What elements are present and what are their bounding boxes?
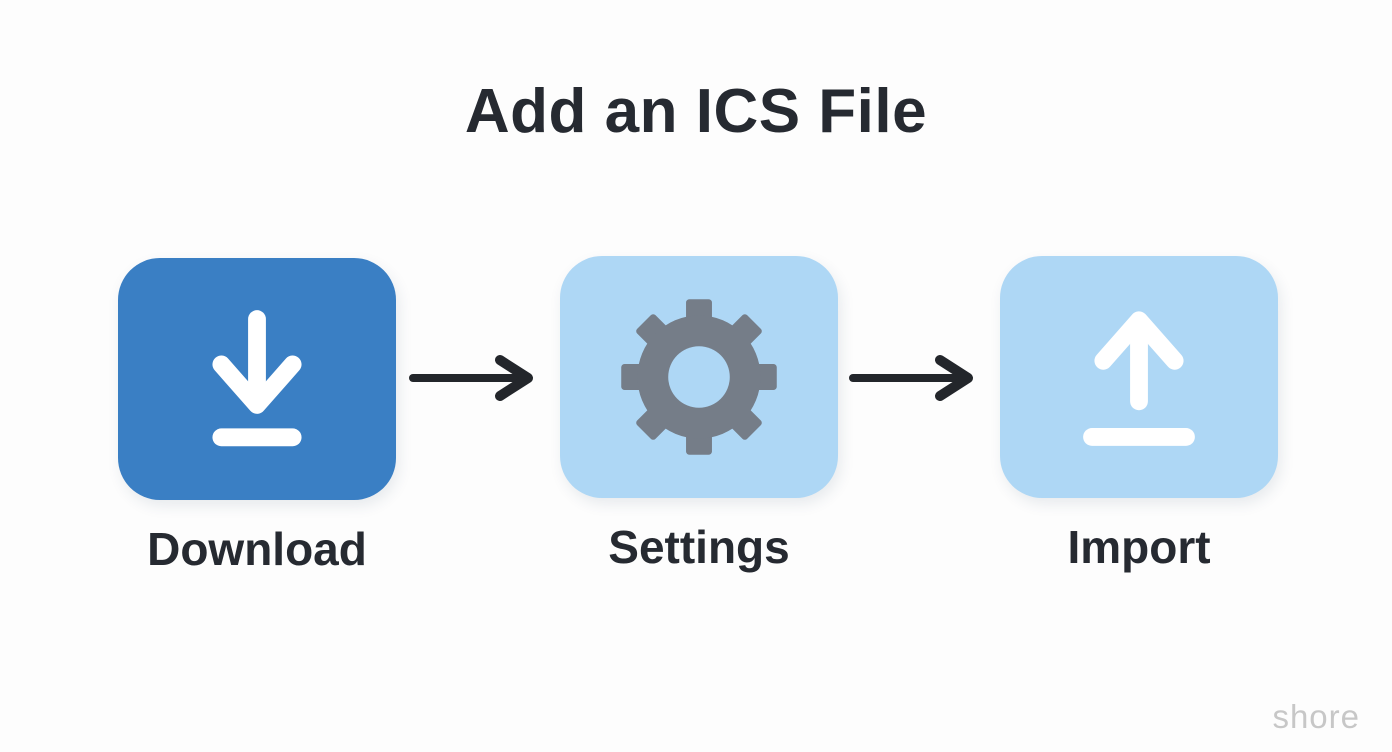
step-settings: Settings [560,256,838,574]
arrow-right-icon [849,355,973,401]
download-icon [212,310,302,447]
gear-hole [668,346,730,408]
import-tile [1000,256,1278,498]
arrow-right-icon [409,355,533,401]
download-tile [118,258,396,500]
watermark: shore [1272,698,1360,735]
step-label-settings: Settings [608,521,790,573]
step-download: Download [118,258,396,576]
step-label-download: Download [147,523,367,575]
step-import: Import [1000,256,1278,574]
settings-tile [560,256,838,498]
step-label-import: Import [1067,521,1211,573]
upload-icon [1083,311,1195,446]
gear-icon [621,299,777,455]
page-title: Add an ICS File [464,77,928,146]
